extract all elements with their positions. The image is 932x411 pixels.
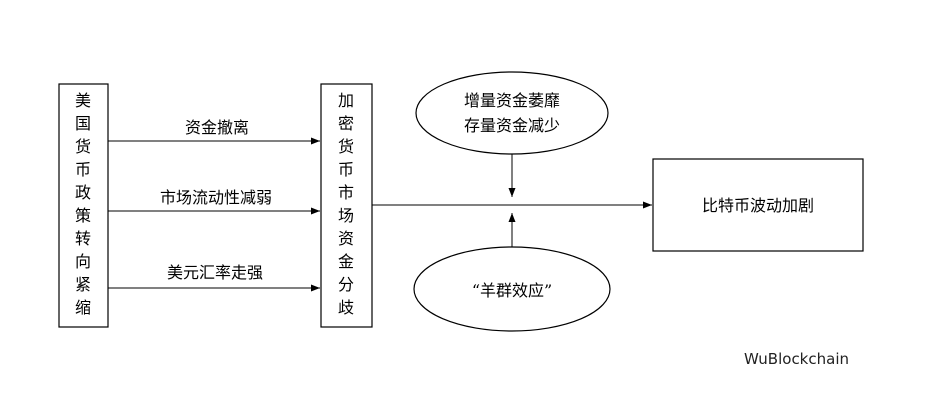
crypto-market-char: 歧: [338, 298, 354, 317]
crypto-market-char: 场: [338, 206, 354, 225]
edge-dollar-strengthening: 美元汇率走强: [108, 263, 320, 292]
herd-effect-label: “羊群效应”: [472, 281, 552, 300]
crypto-market-divergence-box: [320, 83, 373, 328]
edge-label-capital-withdrawal: 资金撤离: [185, 118, 249, 137]
bitcoin-volatility-node: 比特币波动加剧: [652, 158, 864, 252]
monetary-tightening-char: 货: [75, 137, 91, 156]
monetary-tightening-char: 美: [75, 91, 91, 110]
crypto-market-char: 分: [338, 275, 354, 294]
crypto-market-char: 金: [338, 252, 354, 271]
monetary-tightening-char: 国: [75, 114, 91, 133]
monetary-tightening-char: 币: [75, 160, 91, 179]
crypto-market-char: 币: [338, 160, 354, 179]
capital-shrinking-line1: 增量资金萎靡: [464, 91, 560, 110]
monetary-tightening-node: 美 国 货 币 政 策 转 向 紧 缩: [58, 83, 109, 328]
watermark-text: WuBlockchain: [744, 350, 849, 368]
monetary-tightening-char: 向: [75, 252, 91, 271]
crypto-market-char: 市: [338, 183, 354, 202]
monetary-tightening-char: 策: [75, 206, 91, 225]
capital-shrinking-node: 增量资金萎靡 存量资金减少: [415, 71, 609, 155]
monetary-tightening-char: 转: [75, 229, 91, 248]
monetary-tightening-box: [58, 83, 109, 328]
crypto-market-char: 加: [338, 91, 354, 110]
crypto-market-char: 资: [338, 229, 354, 248]
capital-shrinking-ellipse: [415, 71, 609, 155]
monetary-tightening-char: 缩: [75, 298, 91, 317]
crypto-market-divergence-node: 加 密 货 币 市 场 资 金 分 歧: [320, 83, 373, 328]
monetary-tightening-char: 政: [75, 183, 91, 202]
herd-effect-node: “羊群效应”: [413, 246, 611, 332]
edge-label-dollar-strengthening: 美元汇率走强: [167, 263, 263, 282]
capital-shrinking-line2: 存量资金减少: [464, 116, 560, 135]
edge-liquidity-weakening: 市场流动性减弱: [108, 188, 320, 215]
edge-label-liquidity-weakening: 市场流动性减弱: [160, 188, 272, 207]
bitcoin-volatility-box: [652, 158, 864, 252]
bitcoin-volatility-label: 比特币波动加剧: [702, 196, 814, 215]
crypto-market-char: 货: [338, 137, 354, 156]
monetary-tightening-char: 紧: [75, 275, 91, 294]
crypto-market-char: 密: [338, 114, 354, 133]
edge-capital-withdrawal: 资金撤离: [108, 118, 320, 145]
